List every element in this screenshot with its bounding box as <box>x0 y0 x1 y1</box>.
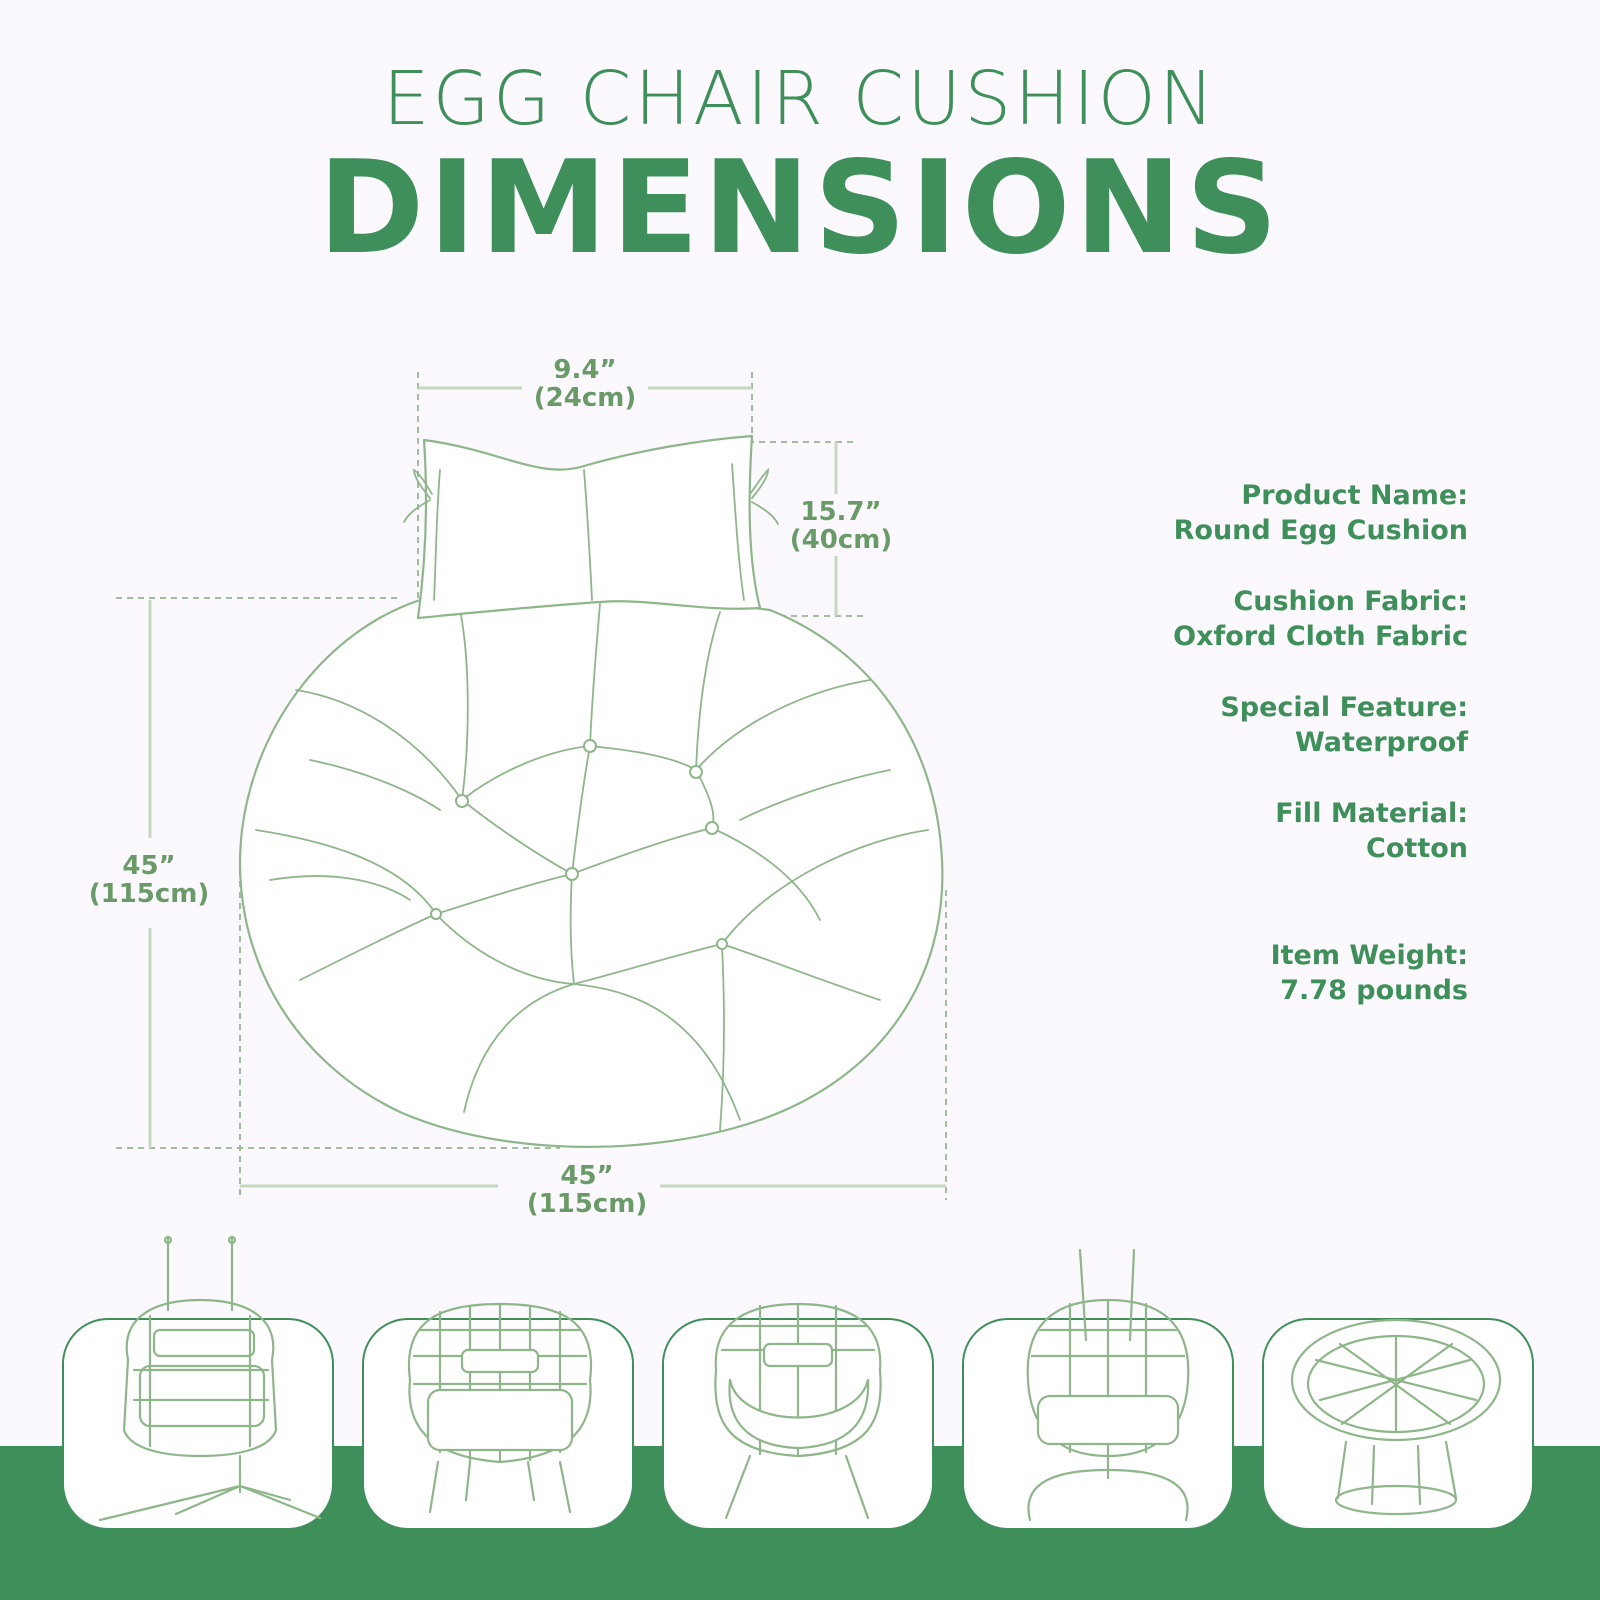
hanging-egg-chair-icon <box>1026 1248 1190 1522</box>
cushion-width-inches: 45” <box>560 1161 614 1191</box>
spec-cushion-fabric: Cushion Fabric: Oxford Cloth Fabric <box>1008 584 1468 654</box>
pillow-height-label: 15.7” (40cm) <box>776 498 906 554</box>
pillow-width-inches: 9.4” <box>553 355 617 385</box>
spec-value: Oxford Cloth Fabric <box>1173 621 1468 652</box>
page-title: DIMENSIONS <box>318 134 1282 283</box>
spec-label: Fill Material: <box>1275 798 1468 829</box>
pillow-width-label: 9.4” (24cm) <box>520 356 650 412</box>
pillow-width-cm: (24cm) <box>533 383 637 413</box>
cushion-height-label: 45” (115cm) <box>84 852 214 908</box>
cushion-width-cm: (115cm) <box>526 1189 648 1219</box>
oval-egg-chair-icon <box>714 1302 882 1520</box>
spec-value: Cotton <box>1366 833 1468 864</box>
spec-value: Waterproof <box>1294 727 1468 758</box>
spec-product-name: Product Name: Round Egg Cushion <box>1008 478 1468 548</box>
spec-label: Product Name: <box>1241 480 1468 511</box>
papasan-chair-icon <box>1290 1318 1502 1516</box>
cushion-width-label: 45” (115cm) <box>522 1162 652 1218</box>
spec-special-feature: Special Feature: Waterproof <box>1008 690 1468 760</box>
cushion-height-cm: (115cm) <box>88 879 210 909</box>
pillow-height-inches: 15.7” <box>800 497 882 527</box>
spec-label: Special Feature: <box>1220 692 1468 723</box>
tuft-buttons <box>430 739 728 950</box>
spec-value: 7.78 pounds <box>1280 975 1468 1006</box>
thumbnail-hanging-double-egg-chair <box>62 1318 334 1530</box>
head-pillow-icon <box>416 434 762 620</box>
standing-egg-chair-icon <box>407 1302 593 1514</box>
hanging-double-egg-chair-icon <box>98 1235 322 1522</box>
spec-value: Round Egg Cushion <box>1173 515 1468 546</box>
spec-item-weight: Item Weight: 7.78 pounds <box>1008 938 1468 1008</box>
spec-fill-material: Fill Material: Cotton <box>1008 796 1468 866</box>
pillow-height-cm: (40cm) <box>789 525 893 555</box>
round-cushion-icon <box>238 594 944 1148</box>
spec-label: Item Weight: <box>1270 940 1468 971</box>
product-specs: Product Name: Round Egg Cushion Cushion … <box>1008 478 1468 1044</box>
page-subtitle: EGG CHAIR CUSHION <box>382 56 1218 142</box>
cushion-height-inches: 45” <box>122 851 176 881</box>
spec-label: Cushion Fabric: <box>1233 586 1468 617</box>
